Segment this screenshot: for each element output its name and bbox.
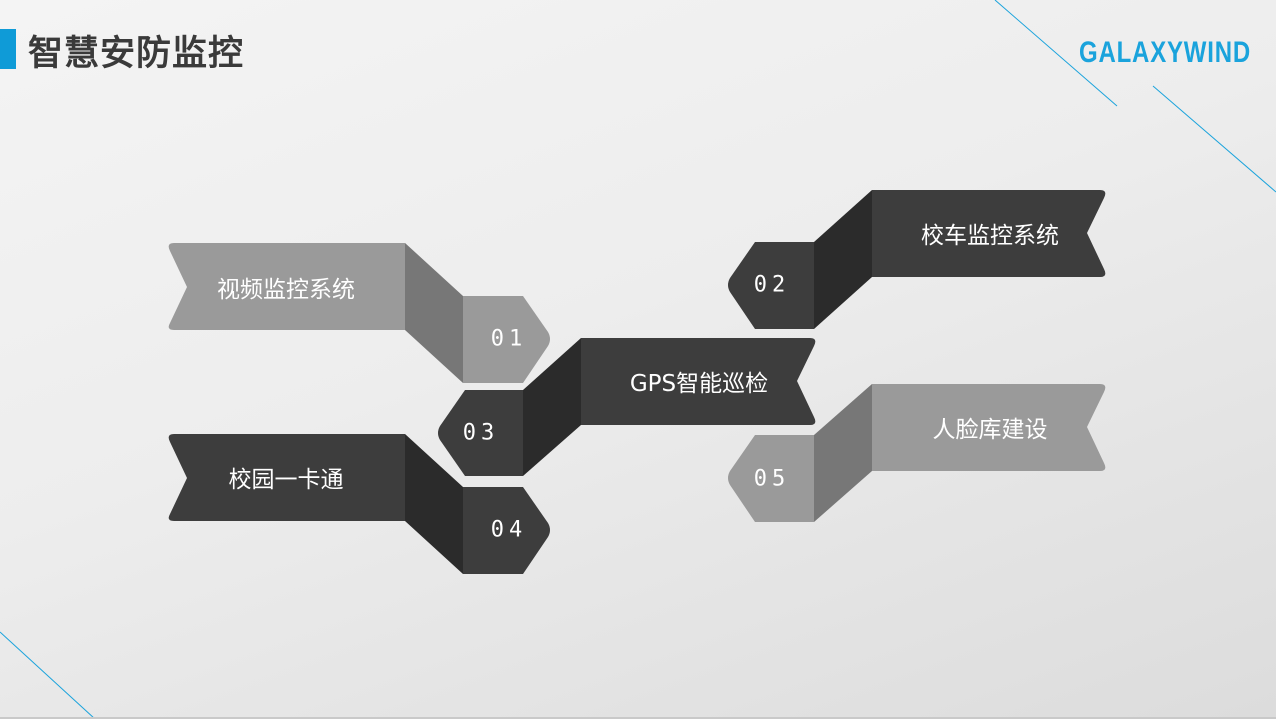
page-title: 智慧安防监控 — [28, 34, 245, 74]
deco-line — [1152, 85, 1276, 193]
item-number-04: 04 — [490, 517, 528, 543]
ribbon-fold — [523, 338, 581, 476]
ribbon-item-01 — [168, 243, 550, 383]
item-label-02: 校车监控系统 — [921, 223, 1059, 249]
ribbon-label-band — [872, 190, 1106, 277]
ribbon-fold — [814, 190, 872, 329]
title-accent-bar — [0, 29, 16, 69]
deco-line — [994, 0, 1118, 107]
ribbon-fold — [405, 243, 463, 383]
ribbon-item-02 — [728, 190, 1106, 329]
ribbon-number-tab — [463, 487, 550, 574]
item-number-02: 02 — [753, 272, 791, 298]
ribbon-fold — [814, 384, 872, 522]
ribbon-number-tab — [463, 296, 550, 383]
item-number-01: 01 — [490, 326, 528, 352]
ribbon-number-tab — [728, 242, 814, 329]
ribbon-label-band — [168, 434, 405, 521]
item-label-04: 校园一卡通 — [228, 467, 344, 493]
ribbon-fold — [405, 434, 463, 574]
ribbon-number-tab — [728, 435, 814, 522]
item-number-05: 05 — [753, 466, 791, 492]
item-label-01: 视频监控系统 — [217, 277, 355, 303]
deco-line — [0, 631, 96, 719]
item-number-03: 03 — [462, 420, 500, 446]
ribbon-item-03 — [438, 338, 816, 476]
footer-divider — [0, 717, 1276, 719]
ribbon-label-band — [581, 338, 816, 425]
ribbon-label-band — [872, 384, 1106, 471]
item-label-03: GPS智能巡检 — [629, 371, 769, 397]
brand-logo: GALAXYWIND — [1079, 36, 1251, 69]
ribbon-label-band — [168, 243, 405, 330]
ribbon-item-04 — [168, 434, 550, 574]
item-label-05: 人脸库建设 — [932, 417, 1048, 443]
ribbon-item-05 — [728, 384, 1106, 522]
ribbon-number-tab — [438, 390, 523, 476]
